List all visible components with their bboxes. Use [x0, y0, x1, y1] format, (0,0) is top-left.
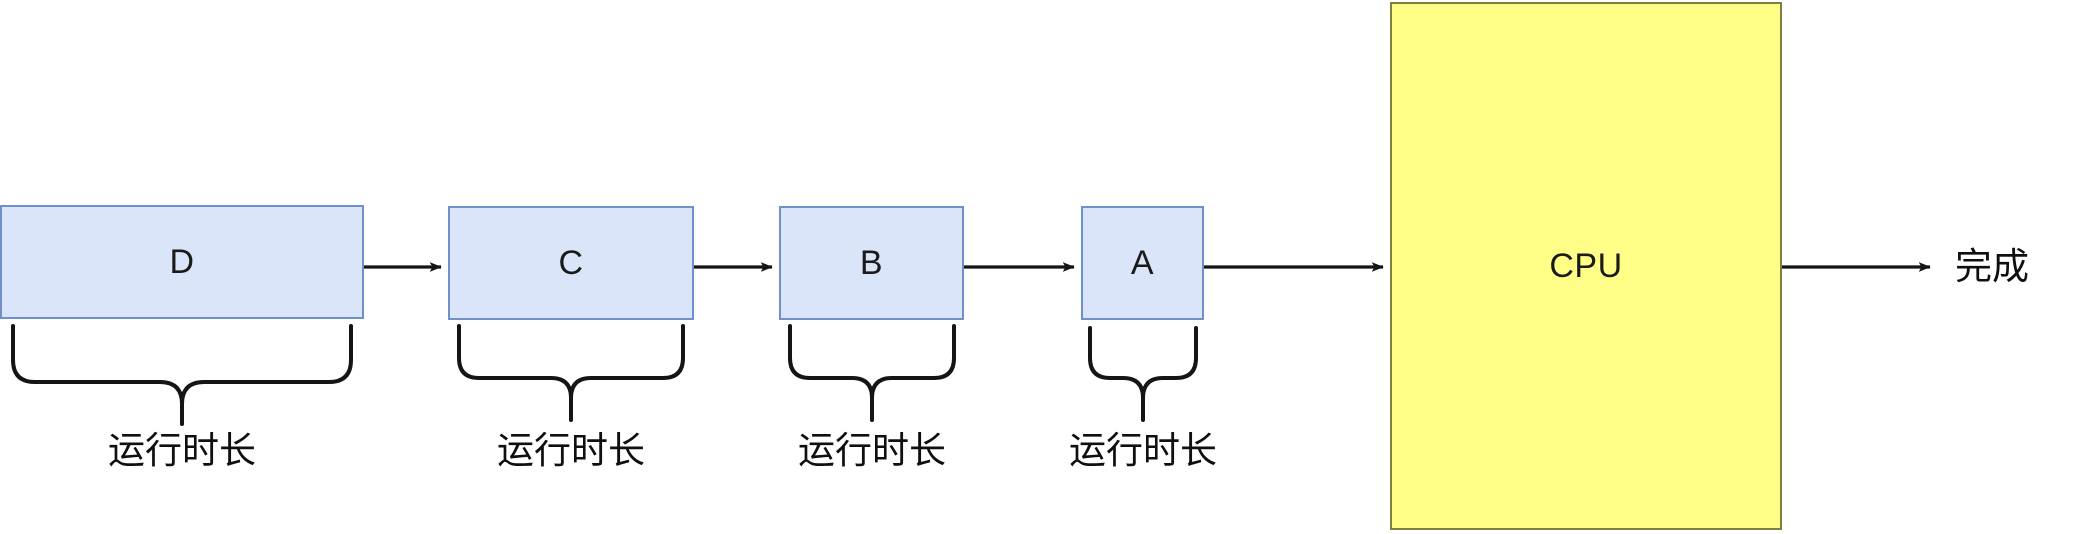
brace-node-c: [457, 324, 685, 422]
queue-node-d[interactable]: D: [0, 205, 364, 319]
duration-label-a: 运行时长: [1069, 429, 1217, 472]
brace-node-b: [788, 324, 956, 422]
duration-label-d: 运行时长: [108, 429, 256, 472]
queue-node-a[interactable]: A: [1081, 206, 1204, 320]
brace-node-a: [1088, 326, 1198, 422]
queue-node-b-label: B: [859, 243, 884, 282]
queue-node-c[interactable]: C: [448, 206, 694, 320]
queue-node-c-label: C: [558, 243, 584, 282]
duration-label-c: 运行时长: [497, 429, 645, 472]
duration-label-b: 运行时长: [798, 429, 946, 472]
queue-node-b[interactable]: B: [779, 206, 964, 320]
done-label: 完成: [1955, 245, 2029, 288]
cpu-node[interactable]: CPU: [1390, 2, 1782, 530]
queue-node-d-label: D: [169, 242, 195, 281]
queue-node-a-label: A: [1130, 243, 1155, 282]
brace-node-d: [11, 324, 353, 426]
cpu-node-label: CPU: [1549, 246, 1623, 285]
